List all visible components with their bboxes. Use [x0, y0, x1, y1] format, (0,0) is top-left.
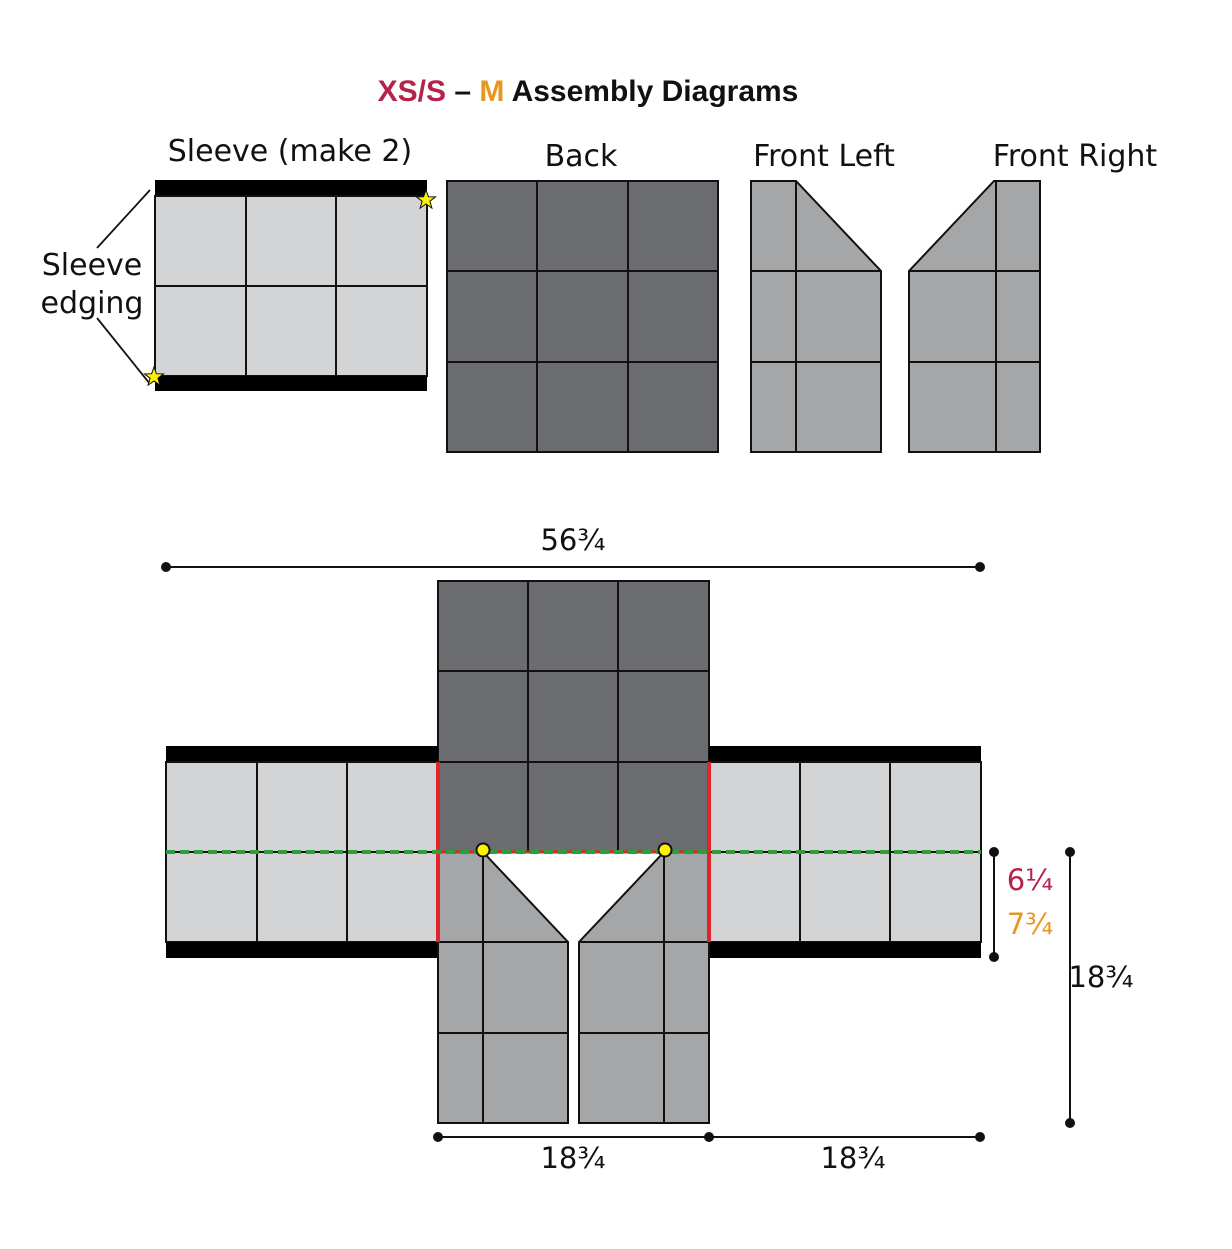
- neck-depth-xs-label: 6¼: [1007, 863, 1054, 897]
- star-marker: [415, 188, 437, 210]
- body-width-label: 18¾: [540, 1141, 605, 1175]
- neck-marker-left: [475, 842, 491, 858]
- sleeve-edging-bottom: [155, 376, 427, 391]
- sleeve-edging-top: [155, 180, 427, 196]
- assembled-back: [437, 580, 710, 853]
- edging-pointer-bottom: [96, 317, 151, 385]
- sleeve-piece: [143, 180, 437, 391]
- neck-depth-m-label: 7¾: [1007, 907, 1054, 941]
- total-width-label: 56¾: [540, 523, 605, 557]
- assembled-front-left: [437, 851, 569, 1124]
- back-piece: [446, 180, 719, 453]
- neck-marker-right: [657, 842, 673, 858]
- dimension-endpoint: [161, 562, 171, 572]
- dimension-endpoint: [989, 847, 999, 857]
- assembled-front-right: [578, 851, 710, 1124]
- sleeve-edging-top: [166, 746, 438, 762]
- title-dash: –: [446, 75, 479, 108]
- title-text: Assembly Diagrams: [504, 75, 798, 108]
- sleeve-edging-label-line2: edging: [41, 286, 144, 321]
- front-right-body: [908, 180, 1041, 453]
- dimension-endpoint: [1065, 1118, 1075, 1128]
- sleeve-label: Sleeve (make 2): [168, 134, 412, 169]
- size-label-xs-s: XS/S: [378, 75, 446, 108]
- dimension-endpoint: [989, 952, 999, 962]
- front-left-piece: [750, 180, 882, 453]
- size-label-m: M: [479, 75, 504, 108]
- dimension-endpoint: [975, 1132, 985, 1142]
- sleeve-edging-bottom: [166, 942, 438, 958]
- sleeve-length-label: 18¾: [820, 1141, 885, 1175]
- body-height-label: 18¾: [1068, 960, 1133, 994]
- sleeve-edging-top: [709, 746, 981, 762]
- star-marker: [143, 365, 165, 387]
- assembled-back-body: [437, 580, 710, 853]
- front-left-label: Front Left: [753, 139, 895, 174]
- assembled-front-left-body: [437, 851, 569, 1124]
- front-right-piece: [908, 180, 1041, 453]
- dimension-endpoint: [433, 1132, 443, 1142]
- edging-pointer-top: [96, 189, 151, 249]
- sleeve-edging-label-line1: Sleeve: [42, 248, 143, 283]
- back-body: [446, 180, 719, 453]
- sleeve-edging-bottom: [709, 942, 981, 958]
- assembled-front-right-body: [578, 851, 710, 1124]
- diagram-title: XS/S – M Assembly Diagrams: [378, 75, 799, 108]
- dimension-endpoint: [1065, 847, 1075, 857]
- back-label: Back: [545, 139, 618, 174]
- front-left-body: [750, 180, 882, 453]
- front-right-label: Front Right: [993, 139, 1158, 174]
- dimension-endpoint: [975, 562, 985, 572]
